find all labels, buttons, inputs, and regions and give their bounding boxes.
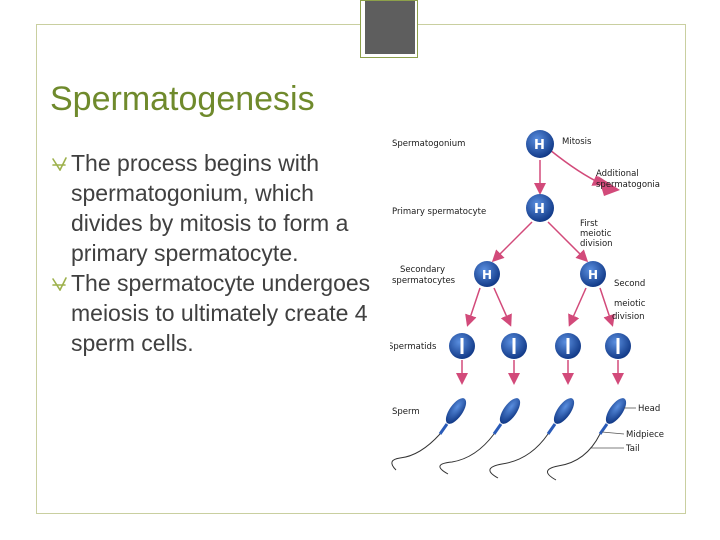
spermatogonium-cell: H [526, 130, 554, 158]
label-sperm: Sperm [392, 407, 420, 417]
secondary-spermatocyte-cell: H [474, 261, 500, 287]
label-second: Second [614, 279, 645, 289]
bullet-icon [52, 157, 67, 171]
decorative-gray-panel [365, 1, 415, 54]
label-division: division [580, 239, 613, 249]
label-first: First [580, 219, 599, 229]
spermatid-cell [449, 333, 475, 359]
label-mitosis: Mitosis [562, 137, 592, 147]
bullet-text: The spermatocyte undergoes meiosis to ul… [71, 270, 371, 356]
spermatid-cell [501, 333, 527, 359]
sperm-cell [439, 398, 521, 475]
additional-spermatogonia-arrow [598, 176, 620, 196]
bullet-list: The process begins with spermatogonium, … [50, 148, 380, 358]
secondary-spermatocyte-cell: H [580, 261, 606, 287]
decorative-corner-box [360, 0, 418, 58]
label-spermatogonium: Spermatogonium [392, 139, 465, 149]
spermatid-cell [605, 333, 631, 359]
sperm-cell [391, 398, 467, 471]
label-second-division: division [612, 312, 645, 322]
svg-text:H: H [534, 138, 545, 153]
primary-spermatocyte-cell: H [526, 194, 554, 222]
sperm-cell [489, 398, 575, 479]
label-additional: Additional [596, 169, 639, 179]
label-midpiece: Midpiece [626, 430, 664, 440]
bullet-item: The process begins with spermatogonium, … [50, 148, 380, 268]
label-spermatogonia: spermatogonia [596, 180, 660, 190]
bullet-icon [52, 277, 67, 291]
spermatid-cell [555, 333, 581, 359]
spermatogenesis-diagram: H H H H [390, 126, 678, 486]
label-spermatocytes: spermatocytes [392, 276, 456, 286]
svg-text:H: H [482, 268, 492, 282]
bullet-item: The spermatocyte undergoes meiosis to ul… [50, 268, 380, 358]
label-secondary: Secondary [400, 265, 445, 275]
label-primary-spermatocyte: Primary spermatocyte [392, 207, 486, 217]
svg-text:H: H [534, 202, 545, 217]
label-meiotic: meiotic [580, 229, 612, 239]
sperm-part-pointers [590, 407, 636, 449]
label-tail: Tail [625, 444, 640, 454]
bullet-text: The process begins with spermatogonium, … [71, 150, 349, 266]
label-head: Head [638, 404, 660, 414]
svg-text:H: H [588, 268, 598, 282]
label-second-meiotic: meiotic [614, 299, 646, 309]
lineage-arrows [456, 149, 624, 385]
slide-title: Spermatogenesis [50, 80, 315, 118]
label-spermatids: Spermatids [390, 342, 437, 352]
